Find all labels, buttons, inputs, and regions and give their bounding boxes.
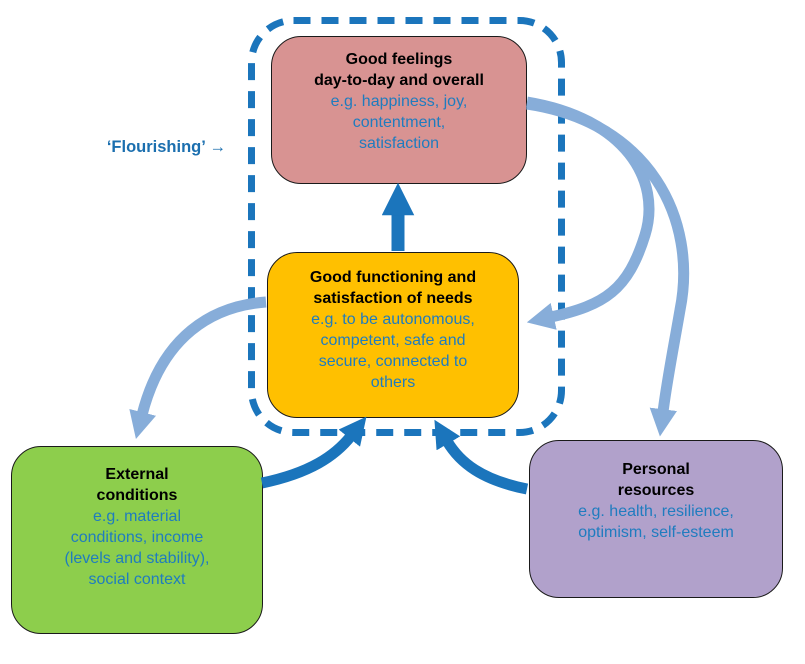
arrow-functioning-to-external-conditions — [129, 296, 267, 439]
arrow-feelings-to-functioning — [526, 96, 655, 330]
flourishing-label: ‘Flourishing’ → — [106, 138, 226, 156]
arrow-personal-resources-to-functioning — [434, 419, 529, 495]
node-external-conditions: External conditions e.g. material condit… — [11, 446, 263, 634]
good-feelings-heading: Good feelings day-to-day and overall — [314, 51, 484, 89]
good-feelings-examples: e.g. happiness, joy, contentment, satisf… — [330, 93, 468, 152]
good-functioning-heading: Good functioning and satisfaction of nee… — [309, 269, 477, 307]
external-conditions-heading: External conditions — [96, 466, 178, 504]
node-good-functioning: Good functioning and satisfaction of nee… — [267, 252, 519, 418]
personal-resources-examples: e.g. health, resilience, optimism, self-… — [578, 503, 734, 541]
good-functioning-examples: e.g. to be autonomous, competent, safe a… — [311, 311, 475, 391]
node-personal-resources: Personal resources e.g. health, resilien… — [529, 440, 783, 598]
node-good-feelings: Good feelings day-to-day and overall e.g… — [271, 36, 527, 184]
arrow-external-conditions-to-functioning — [260, 416, 367, 489]
arrow-feelings-to-personal-resources — [526, 98, 690, 437]
external-conditions-examples: e.g. material conditions, income (levels… — [64, 508, 210, 588]
personal-resources-heading: Personal resources — [617, 461, 695, 499]
